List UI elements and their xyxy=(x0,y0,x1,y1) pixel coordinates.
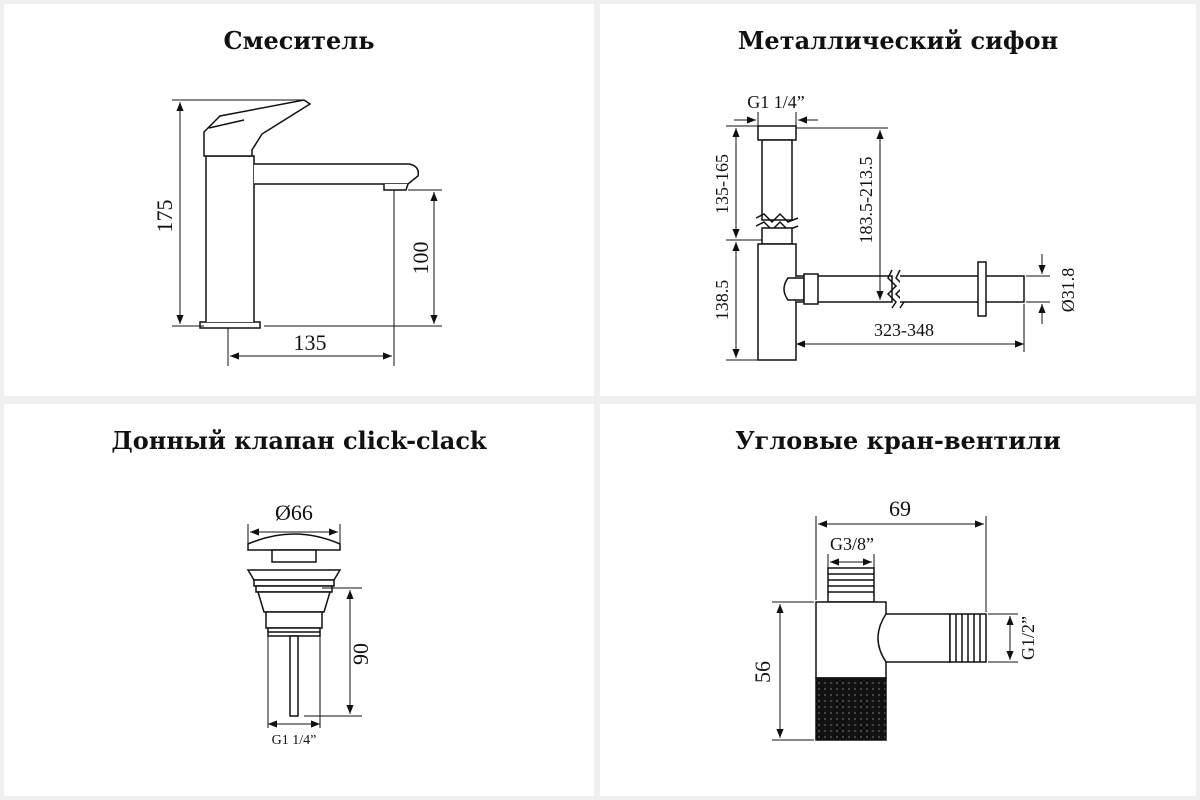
siphon-diameter-label: Ø31.8 xyxy=(1058,268,1078,313)
angle-valve-title: Угловые кран-вентили xyxy=(735,426,1061,455)
angle-valve-height-label: 56 xyxy=(750,661,775,683)
angle-valve-panel: 69 G3/8” 56 G1/2” Угловые кран-вентили xyxy=(600,404,1196,796)
siphon-panel: G1 1/4” 135-165 138.5 183.5-213.5 323-34… xyxy=(600,4,1196,396)
angle-valve-drawing: 69 G3/8” 56 G1/2” xyxy=(750,496,1038,741)
siphon-length-label: 323-348 xyxy=(874,320,934,340)
mixer-reach-label: 135 xyxy=(294,330,327,355)
mixer-height-label: 175 xyxy=(152,200,177,233)
mixer-panel: 175 100 135 Смеситель xyxy=(4,4,594,396)
angle-valve-width-label: 69 xyxy=(889,496,911,521)
siphon-thread-label: G1 1/4” xyxy=(747,92,805,112)
mixer-drawing: 175 100 135 xyxy=(152,99,442,366)
siphon-title: Металлический сифон xyxy=(737,26,1059,55)
mixer-spout-height-label: 100 xyxy=(408,242,433,275)
mixer-title: Смеситель xyxy=(223,26,375,55)
angle-valve-inlet-label: G3/8” xyxy=(830,534,874,554)
siphon-drawing: G1 1/4” 135-165 138.5 183.5-213.5 323-34… xyxy=(712,92,1078,361)
valve-diameter-label: Ø66 xyxy=(275,500,313,525)
angle-valve-outlet-label: G1/2” xyxy=(1018,616,1038,660)
valve-drawing: Ø66 90 G1 1/4” xyxy=(246,500,373,748)
siphon-drop-label: 183.5-213.5 xyxy=(856,157,876,244)
siphon-upper-range-label: 135-165 xyxy=(712,154,732,214)
valve-panel: Ø66 90 G1 1/4” Донный клапан click-clack xyxy=(4,404,594,796)
siphon-lower-label: 138.5 xyxy=(712,280,732,321)
valve-thread-label: G1 1/4” xyxy=(272,733,317,748)
valve-title: Донный клапан click-clack xyxy=(111,426,487,455)
valve-height-label: 90 xyxy=(348,643,373,665)
